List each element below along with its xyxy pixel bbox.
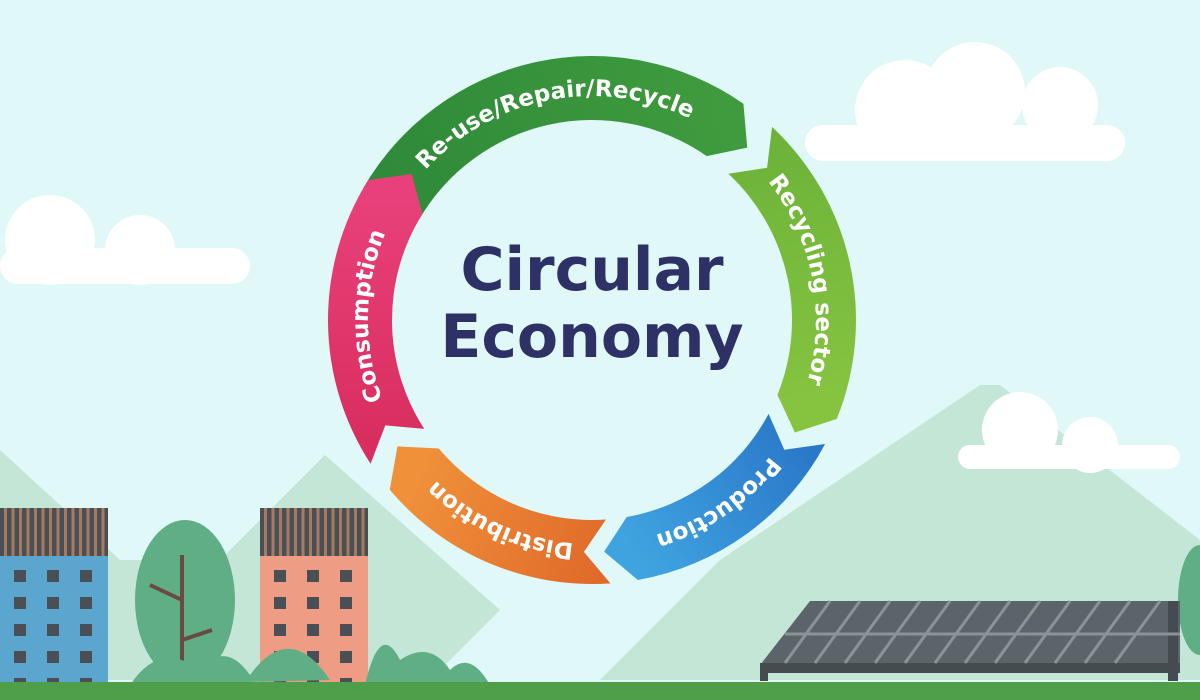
window	[80, 570, 92, 582]
ground	[0, 682, 1200, 700]
window	[80, 597, 92, 609]
window	[80, 651, 92, 663]
window	[14, 597, 26, 609]
building-salmon-roof	[260, 508, 368, 556]
window	[274, 597, 286, 609]
window	[307, 570, 319, 582]
window	[47, 570, 59, 582]
solar-panel	[760, 600, 1180, 681]
cloud-right-bottom	[958, 392, 1180, 473]
window	[340, 624, 352, 636]
segment-recycling-sector	[728, 126, 856, 433]
window	[80, 624, 92, 636]
window	[14, 570, 26, 582]
bushes-mid	[365, 644, 490, 685]
window	[47, 597, 59, 609]
buildings	[0, 508, 368, 690]
building-blue-roof	[0, 508, 108, 556]
window	[47, 624, 59, 636]
window	[340, 651, 352, 663]
segment-distribution	[389, 446, 611, 585]
trees	[130, 520, 1200, 685]
title-line2: Economy	[440, 302, 743, 372]
window	[340, 570, 352, 582]
title-line1: Circular	[460, 235, 724, 305]
window	[14, 624, 26, 636]
window	[307, 597, 319, 609]
segment-re-use-repair-recycle	[363, 55, 748, 220]
window	[307, 624, 319, 636]
window	[274, 624, 286, 636]
window	[47, 651, 59, 663]
window	[14, 651, 26, 663]
tree	[135, 520, 235, 680]
bushes-left	[130, 648, 330, 685]
segment-production	[604, 413, 826, 580]
cloud-right-top	[805, 42, 1125, 161]
cloud-left	[0, 195, 250, 285]
window	[274, 570, 286, 582]
segment-consumption	[328, 173, 425, 464]
tree-right	[1178, 545, 1200, 655]
window	[340, 597, 352, 609]
